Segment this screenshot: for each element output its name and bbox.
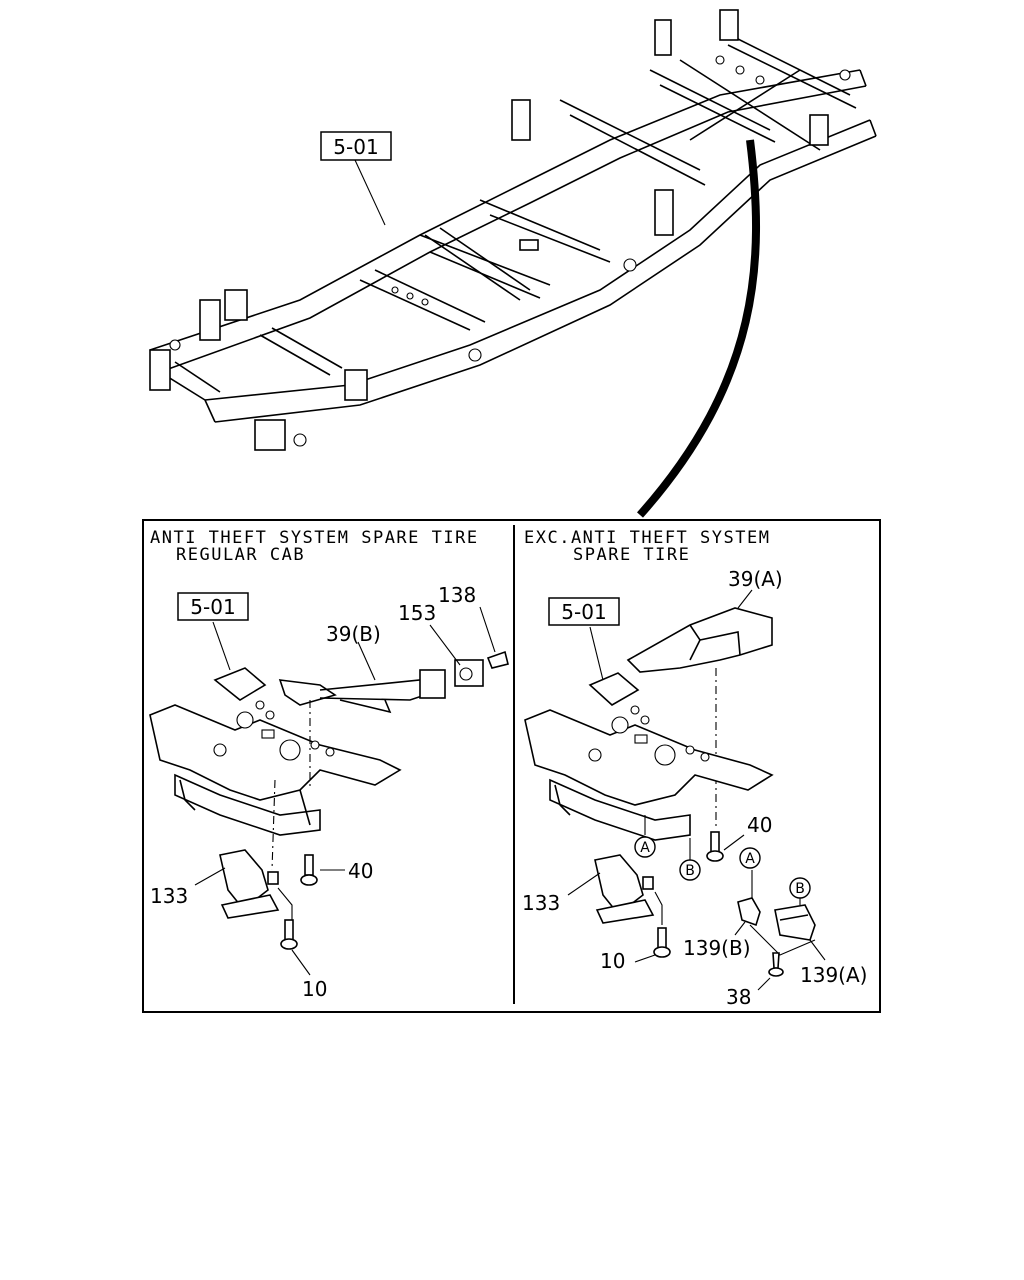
right-cover-39a — [626, 607, 773, 673]
left-callout-39b: 39(B) — [326, 622, 381, 646]
right-callout-133: 133 — [522, 891, 560, 915]
right-header-line1: EXC.ANTI THEFT SYSTEM — [524, 528, 770, 548]
left-callout-40: 40 — [348, 859, 373, 883]
top-ref-box[interactable]: 5-01 — [320, 131, 392, 161]
right-screw-38 — [768, 952, 784, 977]
left-ref-label: 5-01 — [190, 595, 235, 619]
left-bolt-40 — [300, 854, 318, 886]
right-header-line2: SPARE TIRE — [573, 545, 690, 565]
chassis-frame-drawing — [149, 9, 877, 518]
left-callout-138: 138 — [438, 583, 476, 607]
right-callout-10: 10 — [600, 949, 625, 973]
right-crossmember-drawing — [524, 672, 774, 841]
right-ref-label: 5-01 — [561, 600, 606, 624]
svg-text:A: A — [640, 840, 650, 856]
right-clip-139a — [774, 904, 816, 941]
circle-marker-b2: B — [789, 877, 811, 899]
left-header-line1: ANTI THEFT SYSTEM SPARE TIRE — [150, 528, 479, 548]
right-ref-box[interactable]: 5-01 — [548, 597, 620, 626]
circle-marker-b1: B — [679, 859, 701, 881]
right-callout-139b: 139(B) — [683, 936, 751, 960]
left-crossmember-drawing — [149, 667, 402, 836]
left-callout-133: 133 — [150, 884, 188, 908]
circle-marker-a1: A — [634, 836, 656, 858]
right-callout-39a: 39(A) — [728, 567, 783, 591]
left-ref-box[interactable]: 5-01 — [177, 592, 249, 621]
right-callout-139a: 139(A) — [800, 963, 867, 987]
left-header-line2: REGULAR CAB — [176, 545, 305, 565]
left-bolt-10 — [280, 919, 298, 950]
svg-text:B: B — [685, 863, 695, 879]
right-bolt-40 — [706, 831, 724, 862]
left-callout-153: 153 — [398, 601, 436, 625]
circle-marker-a2: A — [739, 847, 761, 869]
right-bracket-133 — [594, 854, 663, 925]
right-panel: EXC.ANTI THEFT SYSTEM SPARE TIRE 5-01 — [522, 528, 867, 1009]
left-callout-10: 10 — [302, 977, 327, 1001]
top-ref-label: 5-01 — [333, 135, 378, 159]
right-clip-139b — [737, 897, 761, 927]
right-callout-40: 40 — [747, 813, 772, 837]
right-bolt-10 — [653, 927, 671, 958]
svg-text:A: A — [745, 851, 755, 867]
left-panel: ANTI THEFT SYSTEM SPARE TIRE REGULAR CAB… — [149, 528, 509, 1001]
right-callout-38: 38 — [726, 985, 751, 1009]
left-bracket-133 — [219, 779, 293, 930]
svg-text:B: B — [795, 881, 805, 897]
